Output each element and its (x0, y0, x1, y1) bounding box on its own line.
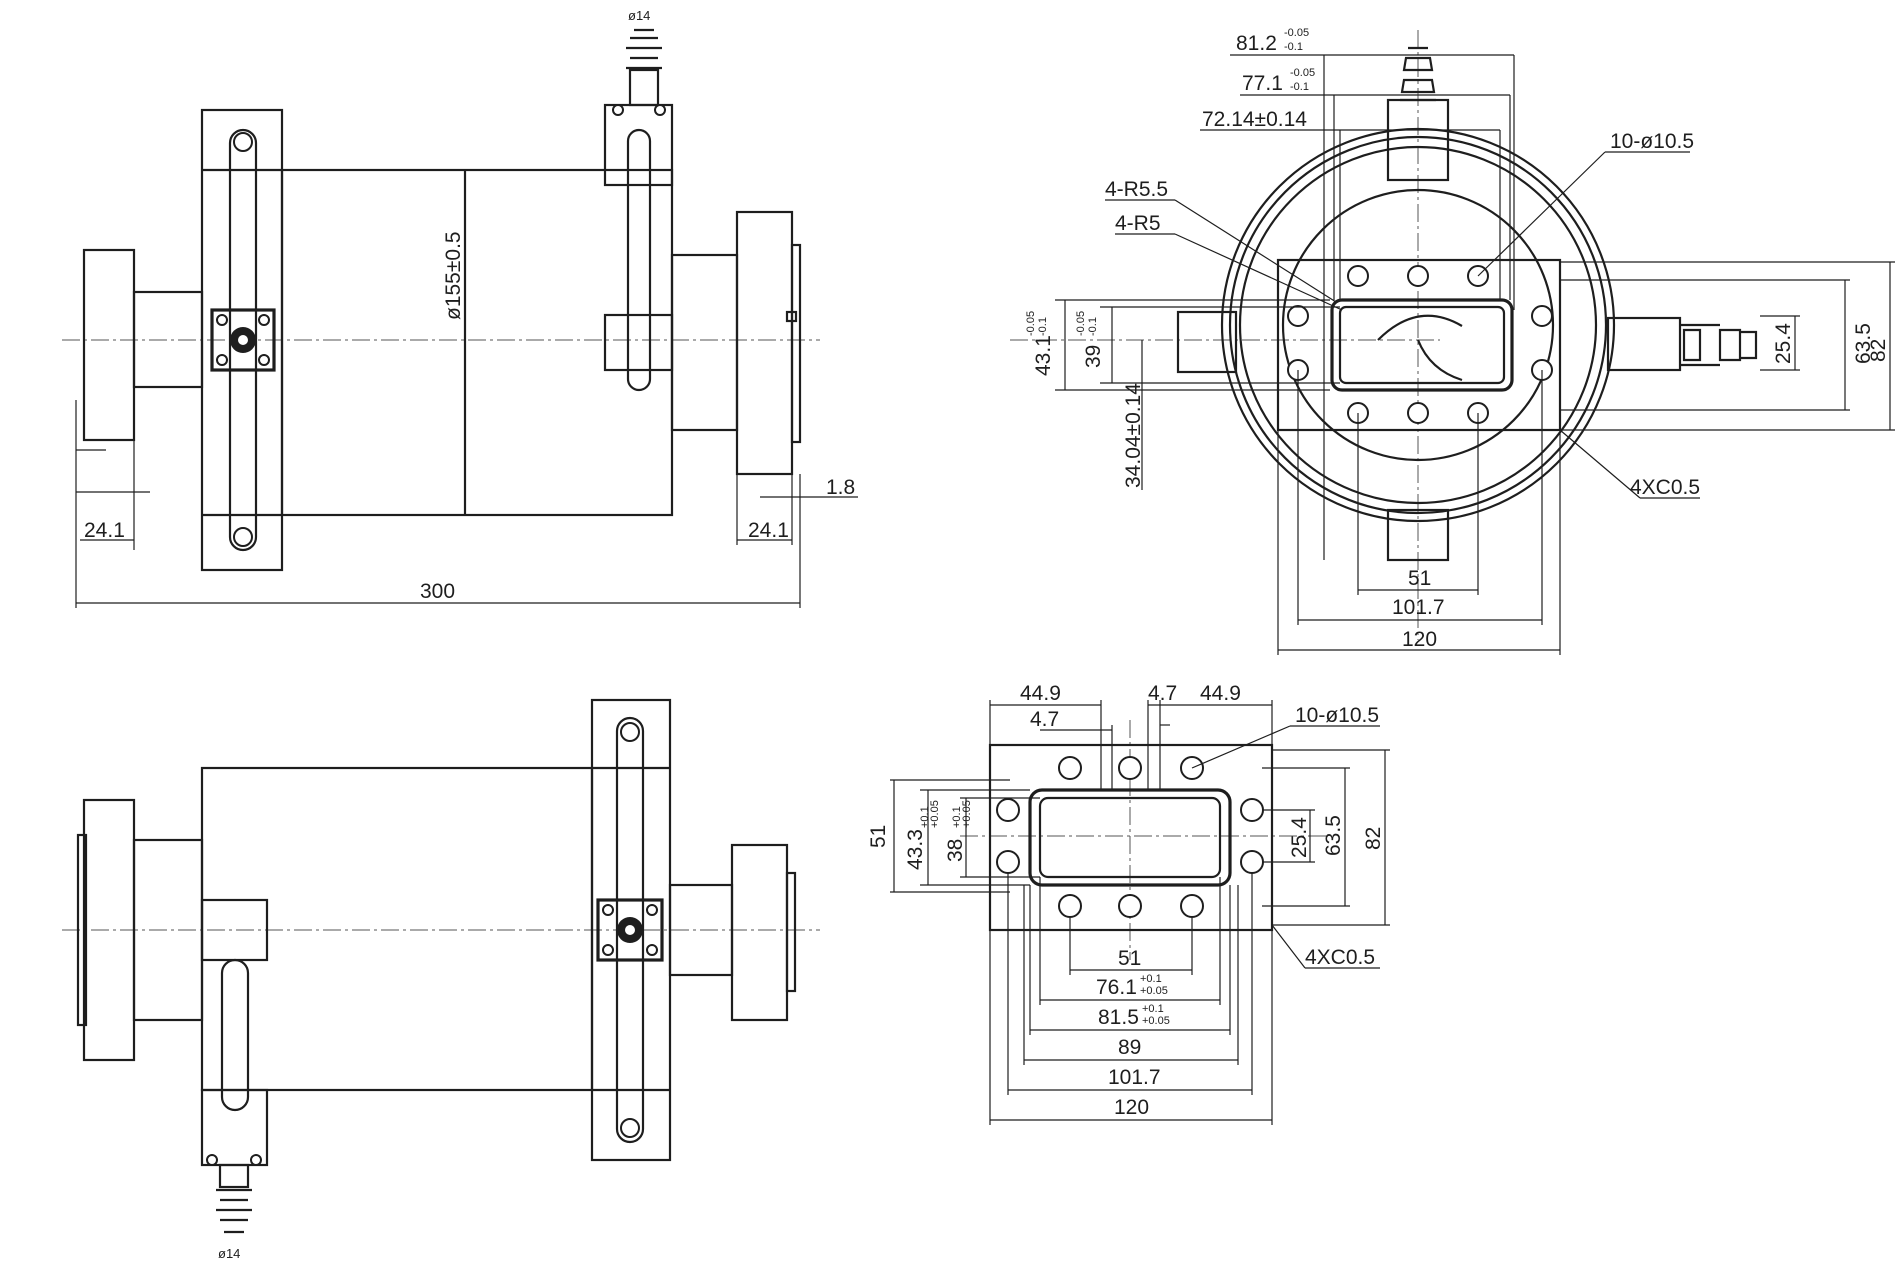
dim-43-1: 43.1 (1032, 335, 1055, 376)
window-outer (1330, 298, 1514, 392)
tol: +0.05 (961, 800, 973, 828)
flange-dim-120: 120 (1114, 1096, 1149, 1119)
inlet-barb-top (626, 28, 662, 107)
dim-43-3: 43.3 (904, 829, 927, 870)
flange-dim-25-4: 25.4 (1288, 817, 1311, 858)
flange-dim-101-7: 101.7 (1108, 1066, 1161, 1089)
dim-4-7-a: 4.7 (1030, 708, 1059, 731)
inlet-dia-label: ø14 (628, 8, 650, 23)
dim-101-7: 101.7 (1392, 596, 1445, 619)
length-dim: 300 (420, 580, 455, 603)
dim-25-4: 25.4 (1772, 323, 1795, 364)
inner-ring (1281, 188, 1555, 462)
flange-holes (996, 756, 1264, 918)
right-end-flange (735, 210, 794, 476)
dim-4-7-b: 4.7 (1148, 682, 1177, 705)
left-end-flange (82, 248, 136, 442)
holes-label: 10-ø10.5 (1610, 130, 1694, 153)
tol: +0.1 (951, 806, 963, 828)
right-stub (670, 253, 739, 432)
tol: -0.05 (1284, 27, 1309, 39)
dim-72-14: 72.14±0.14 (1202, 108, 1307, 131)
flange-face-plate (988, 743, 1274, 932)
dim-63-5: 63.5 (1852, 323, 1875, 364)
side-view-top: ø14 ø155±0.5 24.1 24.1 1.8 300 (62, 8, 858, 608)
tol: -0.05 (1290, 67, 1315, 79)
right-end-flange-b (730, 843, 789, 1022)
tol: -0.05 (1075, 311, 1087, 336)
dim-38: 38 (944, 839, 967, 862)
right-mounting-block (603, 103, 674, 187)
side-view-bottom: ø14 (62, 698, 820, 1261)
bottom-port (1386, 508, 1450, 562)
flange-face-view: 44.9 4.7 4.7 44.9 10-ø10.5 51 43.3 +0.1 … (867, 682, 1390, 1125)
tol: -0.1 (1284, 41, 1303, 53)
flange-chamfer-label: 4XC0.5 (1305, 946, 1375, 969)
r5-label: 4-R5 (1115, 212, 1161, 235)
dim-51-v: 51 (867, 825, 890, 848)
tol: +0.05 (1142, 1015, 1170, 1027)
cylinder-body (280, 168, 674, 517)
tol: +0.1 (1142, 1003, 1164, 1015)
flange-dim-82: 82 (1362, 827, 1385, 850)
chamfer-label: 4XC0.5 (1630, 476, 1700, 499)
body-dia-label: ø155±0.5 (442, 231, 465, 320)
flange-holes-label: 10-ø10.5 (1295, 704, 1379, 727)
flange-dim-63-5: 63.5 (1322, 815, 1345, 856)
tol: -0.1 (1087, 317, 1099, 336)
r55-label: 4-R5.5 (1105, 178, 1168, 201)
tol: +0.1 (1140, 973, 1162, 985)
clamp-block-b (596, 898, 664, 962)
tol: +0.1 (919, 806, 931, 828)
flange-plate (1276, 258, 1562, 432)
inlet-dia-label-b: ø14 (218, 1246, 240, 1261)
inlet-barb-bottom (216, 1163, 252, 1234)
clamp-block (210, 308, 276, 372)
dim-44-9-a: 44.9 (1020, 682, 1061, 705)
outer-ring (1238, 145, 1598, 505)
tol: +0.05 (1140, 985, 1168, 997)
tol: -0.05 (1025, 311, 1037, 336)
dim-51: 51 (1408, 567, 1431, 590)
side-port (603, 313, 674, 372)
dim-82: 82 (1867, 339, 1890, 362)
flange-window (1028, 788, 1232, 887)
tol: +0.05 (929, 800, 941, 828)
cylinder-body-b (200, 766, 594, 1092)
flange-dim-51: 51 (1118, 947, 1141, 970)
right-flange-dim: 24.1 (748, 519, 789, 542)
tol: -0.1 (1037, 317, 1049, 336)
dim-77-1: 77.1 (1242, 72, 1283, 95)
gap-dim: 1.8 (826, 476, 855, 499)
dim-44-9-b: 44.9 (1200, 682, 1241, 705)
dim-81-2: 81.2 (1236, 32, 1277, 55)
dim-39: 39 (1082, 345, 1105, 368)
flange-dim-89: 89 (1118, 1036, 1141, 1059)
tol: -0.1 (1290, 81, 1309, 93)
left-flange-dim: 24.1 (84, 519, 125, 542)
end-view: 81.2 -0.05 -0.1 77.1 -0.05 -0.1 72.14±0.… (1010, 27, 1895, 655)
flange-dim-81-5: 81.5 (1098, 1006, 1139, 1029)
dim-120: 120 (1402, 628, 1437, 651)
flange-dim-76-1: 76.1 (1096, 976, 1137, 999)
right-port (1606, 316, 1682, 372)
dim-34-04: 34.04±0.14 (1122, 383, 1145, 488)
